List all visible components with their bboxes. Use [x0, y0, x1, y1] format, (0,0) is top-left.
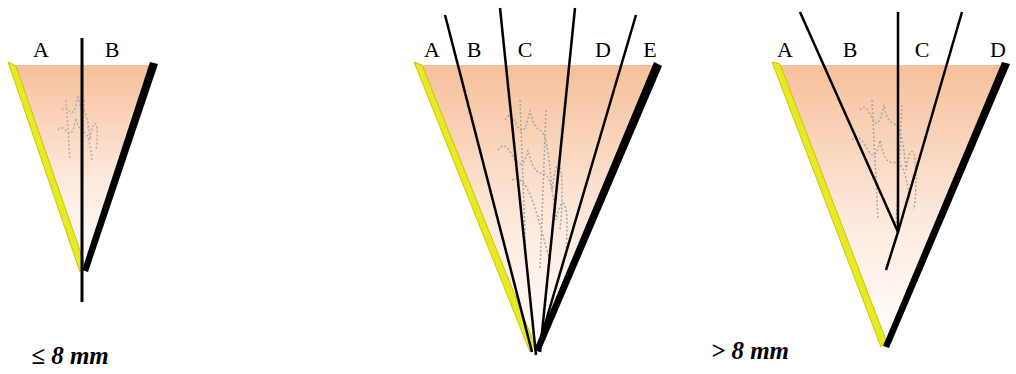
section-letter: C — [518, 39, 533, 61]
section-letter: C — [915, 39, 930, 61]
section-letter: D — [595, 39, 611, 61]
section-letter: A — [424, 39, 440, 61]
wedge — [414, 8, 662, 355]
section-letter: A — [33, 39, 49, 61]
section-letter: A — [777, 39, 793, 61]
section-letter: B — [467, 39, 482, 61]
size-caption: > 8 mm — [711, 338, 789, 363]
size-caption: ≤ 8 mm — [31, 343, 109, 368]
wedge — [772, 12, 1010, 348]
section-letter: B — [843, 39, 858, 61]
section-letter: D — [990, 39, 1006, 61]
wedge — [8, 38, 158, 302]
section-letter: B — [105, 39, 120, 61]
section-letter: E — [643, 39, 656, 61]
